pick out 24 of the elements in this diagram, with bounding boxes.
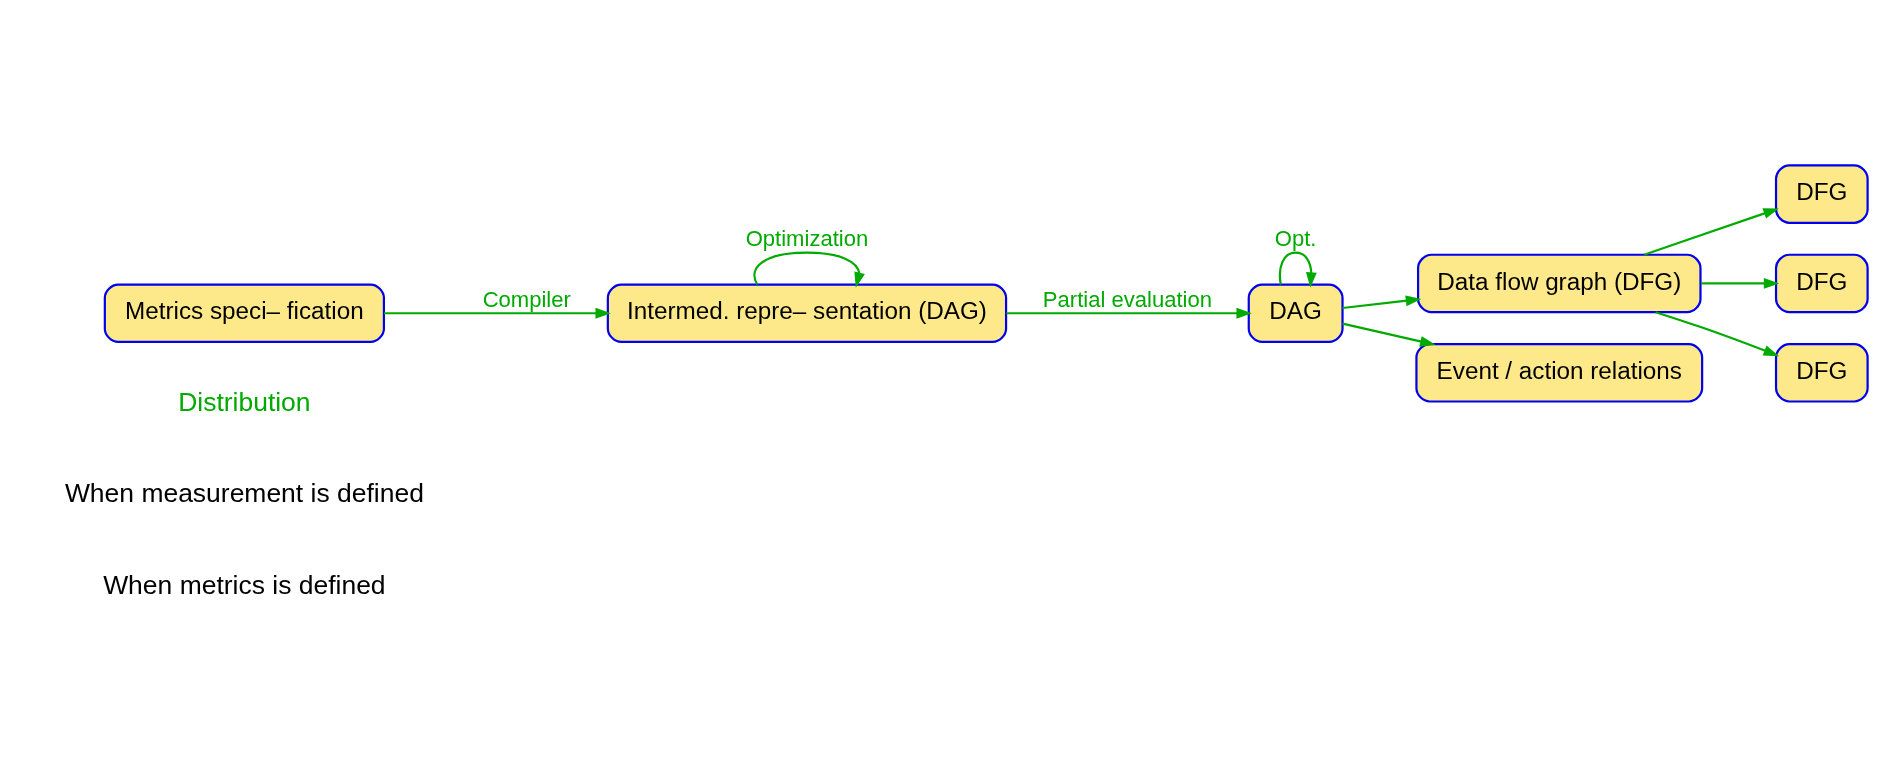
edge-label: Compiler [482, 286, 571, 312]
arrow [1700, 278, 1780, 289]
node-box: DFG [1774, 253, 1869, 314]
node-box: Event / action relations [1415, 343, 1704, 403]
arrow [1006, 307, 1252, 319]
edge-label: Partial evaluation [1042, 286, 1212, 312]
edge-label: Opt. [1274, 225, 1317, 251]
node-box: Metrics speci– fication [103, 283, 385, 343]
edge-label: Optimization [745, 225, 869, 251]
arrow [753, 251, 865, 288]
label: When measurement is defined [64, 478, 424, 509]
arrow [1655, 311, 1780, 357]
node-box: DFG [1774, 164, 1869, 224]
arrow [384, 307, 611, 319]
arrow [1342, 322, 1436, 347]
node-box: Intermed. repre– sentation (DAG) [606, 283, 1008, 343]
arrow [1278, 251, 1317, 288]
label: When metrics is defined [103, 569, 386, 600]
arrow [1342, 295, 1422, 310]
node-box: Data flow graph (DFG) [1417, 253, 1702, 314]
node-box: DFG [1774, 343, 1869, 403]
label: Distribution [178, 386, 311, 417]
node-box: DAG [1247, 283, 1344, 343]
arrow [1643, 208, 1779, 256]
